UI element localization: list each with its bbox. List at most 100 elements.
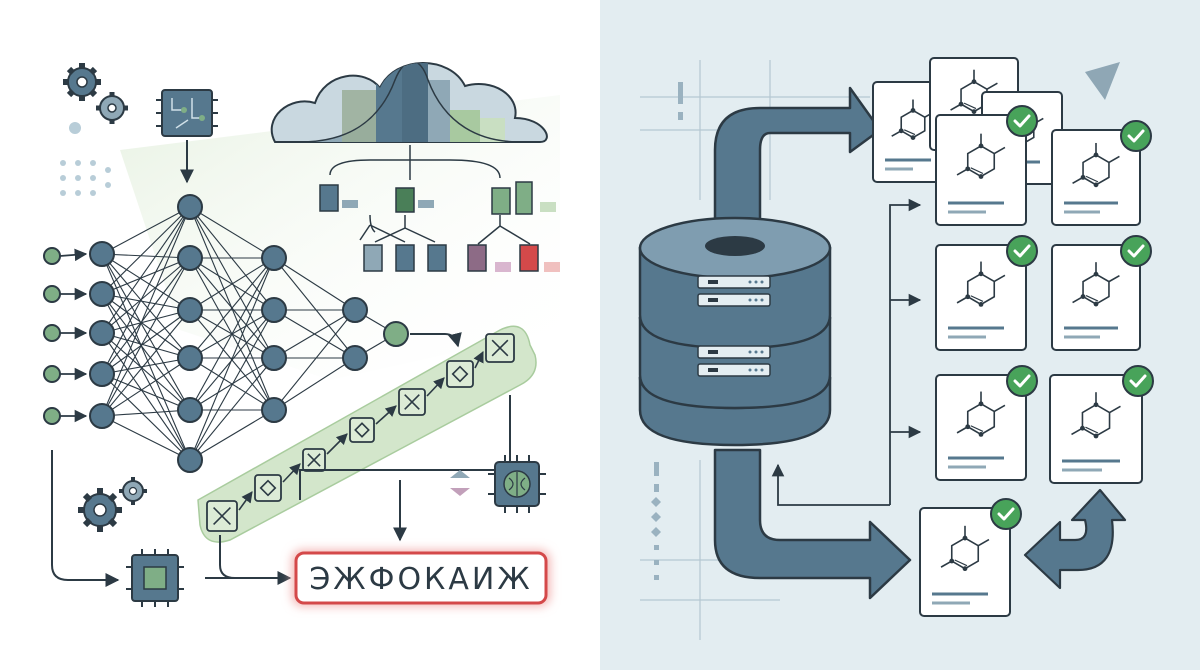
network-edge [101,332,191,359]
green-wash-region [120,95,560,380]
check-icon [1122,365,1154,397]
pipeline-arrow [426,377,445,397]
pipeline-arrow [375,405,397,425]
network-edge [189,257,275,359]
pipeline-arrow [473,350,484,369]
pipe-to-result [713,448,912,600]
molecule-icon [956,133,1006,179]
brain-chip-icon [488,455,546,513]
check-icon [1006,365,1038,397]
server-slot-icon [697,275,771,307]
molecule-card [935,105,1038,226]
pipeline-step-icon [206,500,238,532]
molecule-card [1051,120,1152,226]
network-node [43,247,61,265]
network-edge [101,257,191,334]
molecule-icon [1071,392,1121,439]
network-edge [101,293,191,359]
network-edge [101,253,191,359]
decision-tree [329,145,531,245]
network-node [177,245,203,271]
gear-icon [96,92,128,124]
network-node [89,241,115,267]
network-edge [101,206,191,375]
network-node [89,281,115,307]
database-icon [638,216,832,447]
network-edge [101,257,191,375]
pipeline-step-icon [254,474,282,502]
dot-grid-decor [60,160,111,196]
network-edge [189,257,275,411]
network-edge [101,415,191,461]
network-edge [101,206,191,417]
network-edge [189,257,275,461]
network-node [342,345,368,371]
circuit-chip-icon [156,89,218,137]
network-edge [101,206,191,334]
pipeline-step-icon [349,417,375,443]
network-node [43,285,61,303]
network-edge [101,253,191,259]
network-edge [101,206,191,255]
cloud-icon [270,62,548,143]
network-edge [101,293,191,411]
network-edge [101,257,191,295]
result-cards [872,57,1154,617]
input-arrows [59,248,88,423]
pipeline-step-icon [398,388,426,416]
output-box [294,551,548,605]
molecule-icon [956,391,1006,437]
check-icon [990,498,1022,530]
check-icon [1006,235,1038,267]
network-connections [101,206,397,461]
network-node [89,403,115,429]
gear-icon [78,488,122,532]
molecule-icon [1072,262,1120,307]
arrow-icon [410,332,462,348]
input-arrow [59,248,88,262]
network-edge [101,373,191,461]
molecule-icon [940,525,990,572]
pointer-decor [1085,62,1120,100]
pipeline-step-icon [446,360,474,388]
network-node [177,447,203,473]
gear-icon [119,477,147,505]
network-edge [189,409,275,461]
network-node [89,320,115,346]
up-down-arrows-icon [450,470,470,496]
network-node [261,397,287,423]
network-edge [273,357,356,411]
check-icon [1120,120,1152,152]
check-icon [1006,105,1038,137]
molecule-card [1051,235,1152,351]
network-edge [101,253,191,311]
network-edge [101,309,191,417]
flow-arrows [51,395,511,587]
grid-decor [651,82,683,580]
branch-arrows [771,198,922,506]
molecule-icon [1072,142,1120,188]
network-node [43,407,61,425]
network-node [43,365,61,383]
pipeline-arrow [282,463,301,483]
network-node [342,297,368,323]
return-arrow-icon [1023,488,1127,590]
gear-icon [63,63,101,101]
network-node [177,194,203,220]
network-edge [101,409,191,417]
network-edge [189,357,275,461]
pipeline-step-icon [302,448,326,472]
network-node [261,345,287,371]
molecule-icon [950,69,998,114]
pipeline-step-icon [485,333,515,363]
network-edge [101,206,191,295]
decor-dot [69,122,81,134]
network-node [261,297,287,323]
output-text: ЭЖФОКАИЖ [309,562,532,597]
network-edge [273,309,356,359]
network-edge [189,309,275,461]
network-edge [101,357,191,375]
network-edge [189,257,275,311]
